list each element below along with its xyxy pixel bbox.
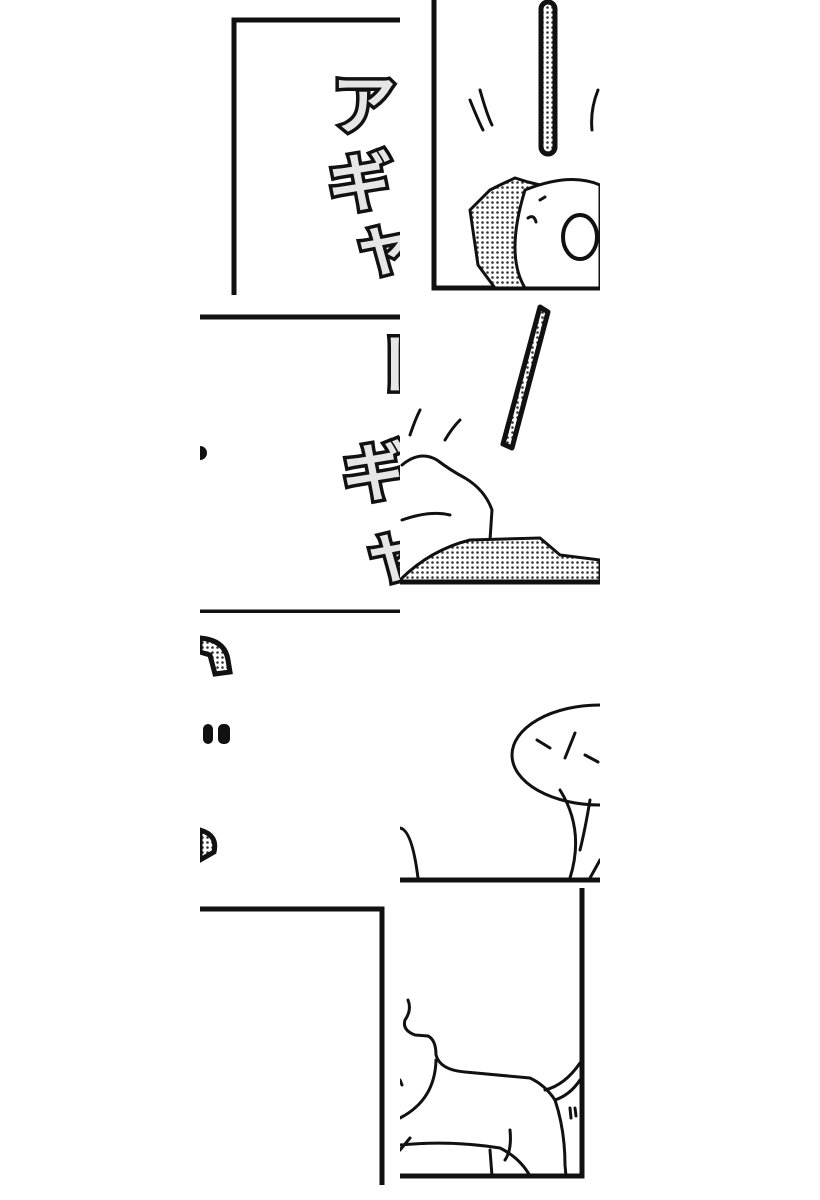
sfx-char: ギ: [342, 437, 406, 511]
sfx-dash: [538, 0, 558, 157]
panel-screaming-face: [431, 0, 600, 291]
panel-border: [231, 17, 400, 295]
sfx-fragment: [200, 446, 207, 460]
panel-empty: [200, 906, 385, 1185]
blanket: [400, 536, 600, 584]
panel-sfx-partial: [200, 635, 233, 863]
panel-raised-fist: [400, 304, 600, 585]
sfx-char: ア: [332, 70, 396, 144]
back-outline: [403, 998, 568, 1178]
motion-lines: [408, 408, 462, 442]
panel-border: [400, 888, 585, 1179]
sfx-char: ャ: [352, 210, 416, 284]
panel-character-head: [400, 703, 600, 883]
sfx-char: ギ: [328, 147, 392, 221]
panel-character-body: [400, 888, 585, 1179]
sfx-char: ー: [354, 332, 428, 396]
sfx-dakuten-mark: [203, 724, 213, 744]
panel-border: [200, 906, 385, 1185]
face-lines: [535, 731, 600, 764]
eye: [526, 195, 547, 224]
sfx-fragment: [200, 635, 233, 677]
panel-border: [200, 314, 400, 613]
body-lines: [400, 788, 600, 880]
motion-lines: [468, 88, 600, 132]
sfx-dash: [500, 304, 551, 451]
sfx-dakuten-mark: [218, 724, 230, 744]
panel-sfx-top: ア ギ ャ: [231, 17, 416, 295]
sfx-fragment: [200, 827, 218, 863]
panel-sfx-middle: ー ギ ャ: [200, 314, 428, 613]
sfx-char: ャ: [362, 517, 426, 591]
arm: [400, 454, 494, 542]
body-lines: [400, 1058, 582, 1178]
head: [510, 703, 600, 807]
open-mouth: [561, 213, 599, 261]
